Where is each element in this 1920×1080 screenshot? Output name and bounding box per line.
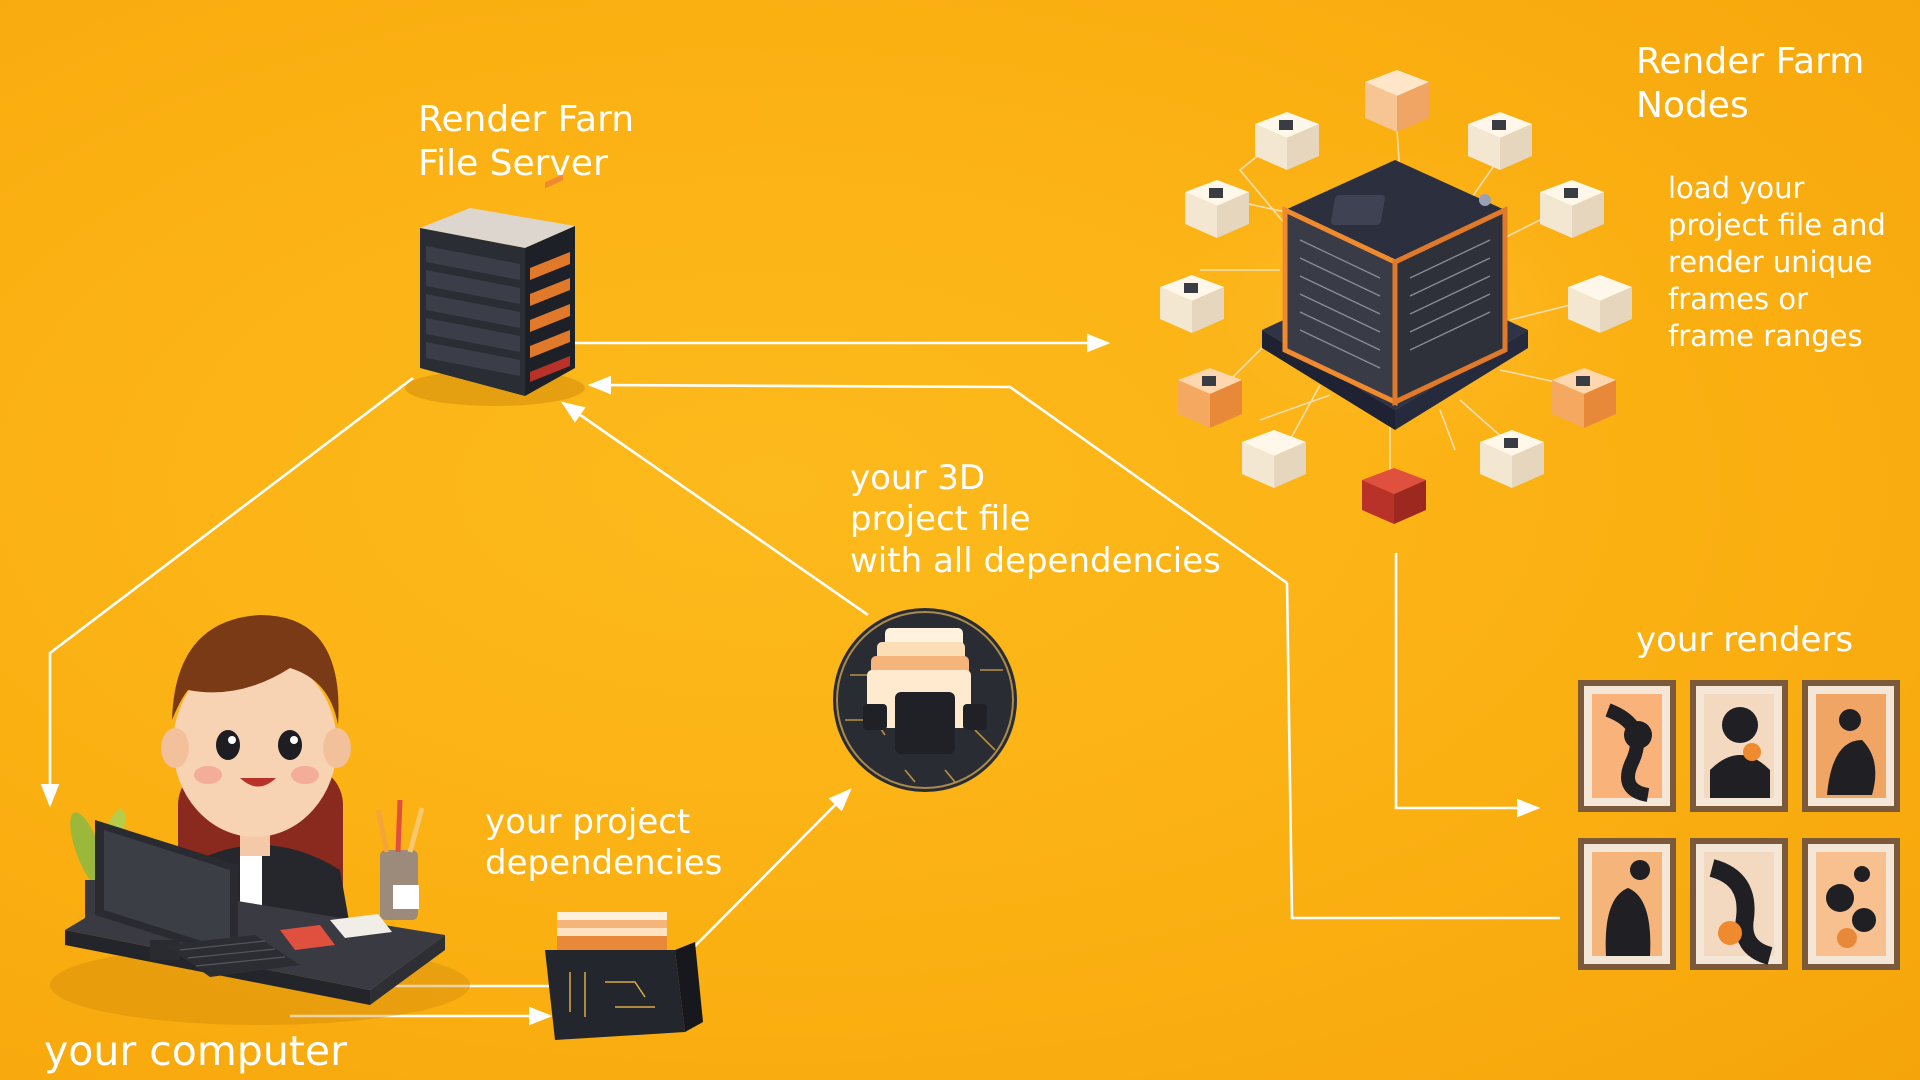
farm-nodes-label-line: Render Farm	[1636, 41, 1865, 82]
nodes-description-line: render unique	[1668, 245, 1873, 280]
arrow-nodes-to-server	[587, 375, 1288, 585]
render-frame	[1578, 838, 1676, 970]
nodes-description-line: project file and	[1668, 208, 1886, 243]
render-frame	[1690, 838, 1788, 970]
project-file-label: your 3D project file with all dependenci…	[850, 458, 1221, 582]
file-server-label-line: File Server	[418, 142, 608, 184]
render-frame	[1802, 838, 1900, 970]
arrow-deps-to-projectfile	[692, 788, 852, 949]
nodes-description-line: load your	[1668, 171, 1805, 205]
render-frame	[1578, 680, 1676, 812]
server-rack-icon	[405, 174, 585, 406]
person-at-desk-icon	[50, 615, 470, 1025]
dependencies-label-line: your project	[485, 802, 691, 842]
renders-label: your renders	[1636, 620, 1854, 660]
file-box-icon	[545, 912, 703, 1040]
file-server-label-line: Render Farn	[418, 99, 635, 140]
arrow-projectfile-to-server	[561, 401, 869, 617]
file-server-label: Render Farn File Server	[418, 98, 634, 186]
circuit-folder-disk-icon	[833, 608, 1017, 792]
project-file-label-line: your 3D	[850, 458, 986, 498]
farm-nodes-label-line: Nodes	[1636, 84, 1749, 126]
node-cubes	[1160, 70, 1632, 524]
project-file-label-line: with all dependencies	[850, 540, 1221, 581]
farm-nodes-label: Render Farm Nodes	[1636, 40, 1864, 128]
render-frame	[1690, 680, 1788, 812]
arrow-nodes-to-renders-top	[1394, 553, 1541, 818]
nodes-description-line: frame ranges	[1668, 319, 1863, 354]
connector-arrows	[40, 333, 1560, 1026]
arrow-server-to-computer	[40, 376, 414, 808]
nodes-description-line: frames or	[1668, 282, 1808, 317]
framed-art-grid-icon	[1578, 680, 1900, 970]
project-file-label-line: project file	[850, 499, 1031, 540]
render-frame	[1802, 680, 1900, 812]
cpu-chip-cluster-icon	[1125, 70, 1665, 524]
dependencies-label-line: dependencies	[485, 843, 723, 884]
computer-label: your computer	[44, 1027, 347, 1075]
nodes-description: load your project file and render unique…	[1668, 170, 1886, 356]
dependencies-label: your project dependencies	[485, 802, 722, 885]
arrow-nodes-to-renders-bottom	[1285, 582, 1560, 920]
